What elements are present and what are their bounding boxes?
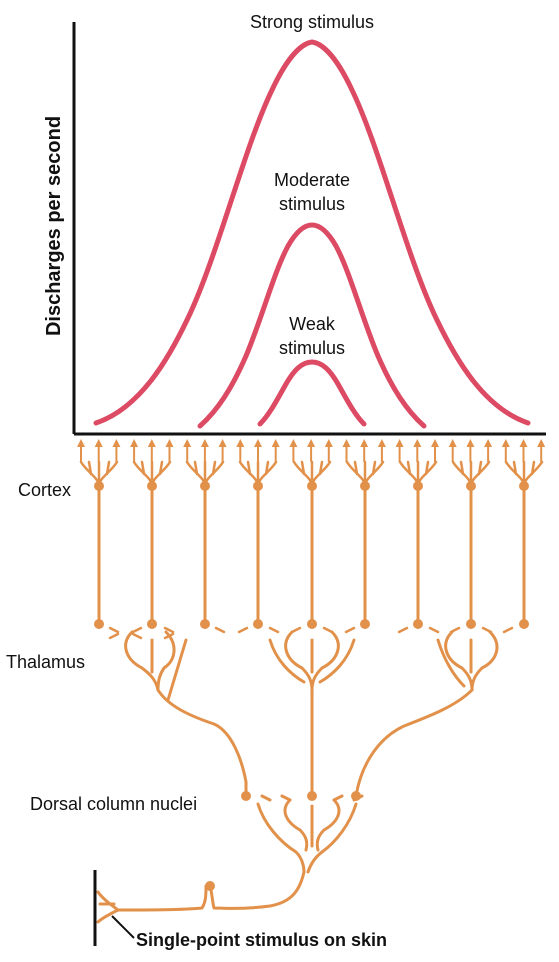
cortex-arrow bbox=[519, 439, 528, 462]
cortex-arrow bbox=[236, 439, 245, 462]
moderate-stimulus-label-line1: Moderate bbox=[274, 170, 350, 190]
cortex-arrow bbox=[77, 439, 85, 462]
cortex-arrow bbox=[377, 439, 386, 462]
cortex-arrow bbox=[254, 439, 262, 462]
strong-stimulus-curve bbox=[93, 39, 531, 426]
cortex-arrows bbox=[77, 439, 546, 462]
cortex-arrow bbox=[413, 439, 422, 462]
cortex-arrow bbox=[466, 439, 475, 462]
dorsal-column-nuclei-label: Dorsal column nuclei bbox=[30, 794, 197, 814]
cortex-arrow bbox=[307, 439, 316, 462]
cortical-neuron-dendrite bbox=[79, 460, 119, 491]
weak-stimulus-curve bbox=[257, 359, 367, 427]
discharge-graph: Discharges per second Strong stimulus Mo… bbox=[43, 12, 546, 436]
strong-stimulus-label: Strong stimulus bbox=[250, 12, 374, 32]
cortex-arrow bbox=[431, 439, 439, 462]
primary-afferent bbox=[96, 870, 306, 924]
dorsal-column-nuclei bbox=[244, 780, 364, 874]
cortex-label: Cortex bbox=[18, 480, 71, 500]
cortex-arrow bbox=[183, 439, 192, 462]
dorsal-column-neurons bbox=[241, 791, 361, 801]
stimulus-pointer bbox=[111, 915, 135, 939]
cortex-arrow bbox=[324, 439, 333, 462]
thalamic-neurons bbox=[94, 619, 529, 629]
cortex-arrow bbox=[342, 439, 351, 462]
thalamocortical-axons bbox=[97, 484, 526, 626]
neural-pathway bbox=[79, 460, 544, 924]
cortex-arrow bbox=[147, 439, 156, 462]
middle-thalamic-arbor bbox=[268, 630, 356, 798]
right-thalamic-arbor bbox=[354, 630, 499, 798]
cortex-arrow bbox=[218, 439, 227, 462]
cortical-dendrites bbox=[79, 460, 544, 491]
cortex-arrow bbox=[360, 439, 369, 462]
moderate-stimulus-curve bbox=[197, 222, 427, 429]
cortex-arrow bbox=[165, 439, 174, 462]
cortex-arrow bbox=[484, 439, 493, 462]
cortex-arrow bbox=[200, 439, 209, 462]
cortex-arrow bbox=[130, 439, 139, 462]
thalamus-label: Thalamus bbox=[6, 652, 85, 672]
cortex-arrow bbox=[395, 439, 404, 462]
weak-stimulus-label-line2: stimulus bbox=[279, 338, 345, 358]
left-thalamic-arbor bbox=[124, 630, 248, 784]
cortex-arrow bbox=[112, 439, 121, 462]
cortical-neuron-dendrite bbox=[345, 460, 385, 491]
cortex-arrow bbox=[289, 439, 298, 462]
skin-stimulus-label: Single-point stimulus on skin bbox=[136, 930, 387, 950]
weak-stimulus-label-line1: Weak bbox=[289, 314, 336, 334]
cortex-arrow bbox=[271, 439, 280, 462]
cortex-arrow bbox=[501, 439, 510, 462]
cortex-arrow bbox=[94, 439, 103, 462]
sensory-ganglion-cell bbox=[205, 881, 215, 891]
cortex-arrow bbox=[537, 439, 546, 462]
cortex-arrow bbox=[448, 439, 457, 462]
y-axis-label: Discharges per second bbox=[43, 116, 65, 336]
moderate-stimulus-label-line2: stimulus bbox=[279, 194, 345, 214]
